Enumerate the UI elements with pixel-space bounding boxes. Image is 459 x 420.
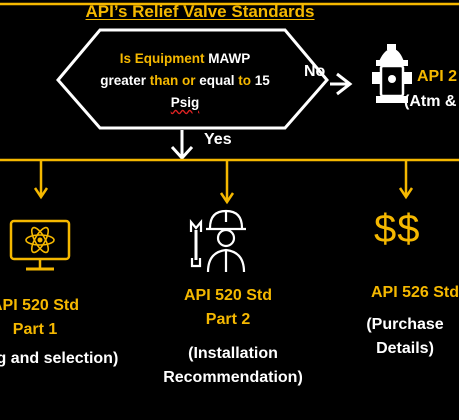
dollar-icon: $$ bbox=[374, 207, 421, 251]
page-title: API’s Relief Valve Standards bbox=[85, 2, 315, 21]
column-1-subtitle: Part 1 bbox=[12, 321, 58, 338]
decision-text-part: than or bbox=[149, 73, 196, 88]
top-right-standard-title: API 2 bbox=[417, 68, 458, 85]
decision-text-part: MAWP bbox=[208, 51, 251, 66]
decision-line-2: greater than or equal to 15 bbox=[60, 70, 310, 92]
no-branch-label: No bbox=[304, 63, 326, 80]
decision-text-part: Psig bbox=[170, 95, 200, 110]
decision-text-part: equal bbox=[195, 73, 239, 88]
column-3-description-line-1: (Purchase bbox=[366, 316, 444, 333]
top-right-standard-desc: (Atm & bbox=[404, 93, 457, 110]
decision-text: Is Equipment MAWP greater than or equal … bbox=[60, 48, 310, 114]
decision-shape bbox=[56, 28, 329, 130]
drop-arrow-1 bbox=[33, 187, 49, 200]
yes-arrow-head bbox=[170, 145, 194, 161]
column-1-description: ng and selection) bbox=[0, 350, 119, 367]
column-2-description-line-1: (Installation bbox=[188, 345, 278, 362]
column-2-title: API 520 Std bbox=[183, 287, 273, 304]
engineer-wrench-icon bbox=[189, 209, 246, 273]
column-1-title: API 520 Std bbox=[0, 297, 80, 314]
decision-text-part: Is Equipment bbox=[119, 51, 209, 66]
fire-hydrant-icon bbox=[372, 44, 412, 103]
yes-branch-label: Yes bbox=[204, 131, 232, 148]
computer-atom-icon bbox=[9, 219, 71, 271]
drop-arrow-3 bbox=[398, 187, 414, 200]
column-2-description-line-2: Recommendation) bbox=[163, 369, 303, 386]
no-arrow-head bbox=[336, 72, 353, 96]
decision-line-1: Is Equipment MAWP bbox=[60, 48, 310, 70]
column-3-title: API 526 Std bbox=[370, 284, 459, 301]
decision-text-part: to bbox=[238, 73, 251, 88]
column-2-subtitle: Part 2 bbox=[205, 311, 251, 328]
decision-text-part: 15 bbox=[251, 73, 270, 88]
decision-text-part: greater bbox=[100, 73, 150, 88]
decision-line-3: Psig bbox=[60, 92, 310, 114]
drop-arrow-2 bbox=[219, 192, 235, 205]
column-3-description-line-2: Details) bbox=[376, 340, 434, 357]
